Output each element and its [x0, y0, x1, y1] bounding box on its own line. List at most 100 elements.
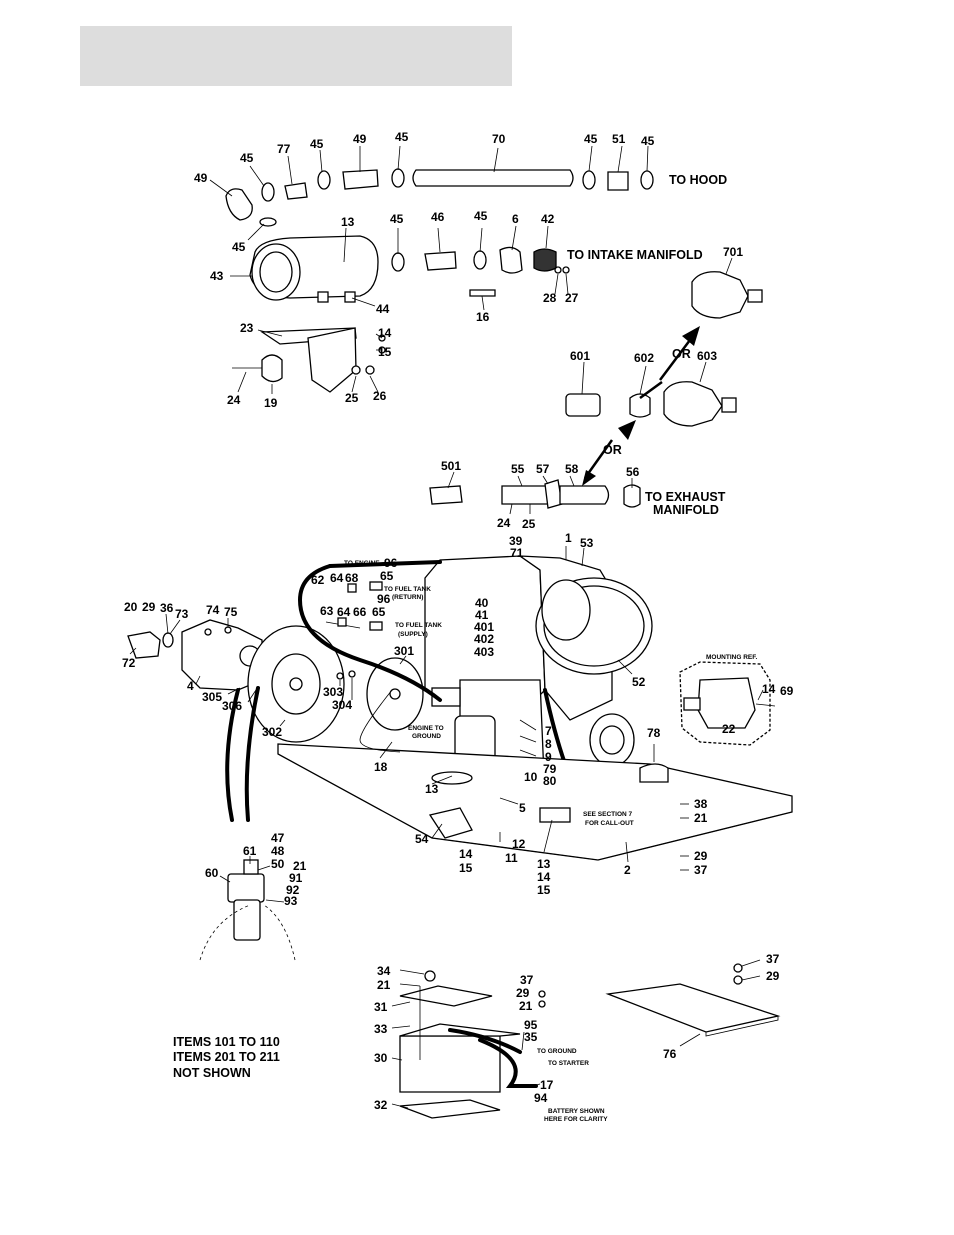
callout: 5 [519, 801, 526, 815]
callout: 41 [475, 608, 489, 622]
callout: 71 [510, 546, 524, 560]
mounting-ref-label: MOUNTING REF. [706, 654, 757, 661]
callout: 9 [545, 750, 552, 764]
callout: 45 [390, 212, 404, 226]
fuel-line-assembly [297, 560, 442, 702]
callout: 20 [124, 600, 138, 614]
fuel-supply-label-2: (SUPPLY) [398, 631, 428, 638]
callout: 21 [519, 999, 533, 1013]
callout: 29 [142, 600, 156, 614]
callout: 27 [565, 291, 579, 305]
callout: 44 [376, 302, 390, 316]
callout: 601 [570, 349, 590, 363]
callout: 4 [187, 679, 194, 693]
callout: 60 [205, 866, 219, 880]
or-arrows [582, 326, 700, 486]
callout: 15 [459, 861, 473, 875]
callout: 45 [240, 151, 254, 165]
callout: 70 [492, 132, 506, 146]
callout: 66 [353, 605, 367, 619]
note-line-1: ITEMS 101 TO 110 [173, 1035, 280, 1049]
callout: 37 [694, 863, 708, 877]
callout: 13 [341, 215, 355, 229]
callout: 17 [540, 1078, 554, 1092]
callout: 30 [374, 1051, 388, 1065]
callout: 28 [543, 291, 557, 305]
fuel-pump-flywheel-assembly [127, 619, 424, 822]
callout: 14 [459, 847, 473, 861]
callout: 58 [565, 462, 579, 476]
or-label-1: OR [672, 347, 691, 361]
callout: 45 [395, 130, 409, 144]
callout: 45 [641, 134, 655, 148]
engine-assembly [424, 555, 653, 809]
or-label-2: OR [603, 443, 622, 457]
callout: 46 [431, 210, 445, 224]
callout: 61 [243, 844, 257, 858]
leader-lines [129, 145, 764, 1109]
fuel-return-label-2: (RETURN) [392, 594, 423, 601]
see-section-label-2: FOR CALL-OUT [585, 820, 634, 827]
callout: 24 [497, 516, 511, 530]
hood-duct-assembly [225, 168, 654, 227]
to-exhaust-label-2: MANIFOLD [653, 503, 719, 517]
callout: 75 [224, 605, 238, 619]
callout: 16 [476, 310, 490, 324]
callout: 6 [512, 212, 519, 226]
callout: 39 [509, 534, 523, 548]
callout: 45 [232, 240, 246, 254]
callout: 10 [524, 770, 538, 784]
callout: 304 [332, 698, 352, 712]
callout: 602 [634, 351, 654, 365]
callout: 43 [210, 269, 224, 283]
base-plate-assembly [277, 689, 793, 861]
callout: 73 [175, 607, 189, 621]
callout: 63 [320, 604, 334, 618]
callout: 80 [543, 774, 557, 788]
engine-ground-label-1: ENGINE TO [408, 725, 444, 732]
callout: 38 [694, 797, 708, 811]
callout: 24 [227, 393, 241, 407]
callout: 64 [337, 605, 351, 619]
fuel-return-label-1: TO FUEL TANK [384, 586, 431, 593]
callout: 603 [697, 349, 717, 363]
callout: 53 [580, 536, 594, 550]
see-section-label-1: SEE SECTION 7 [583, 811, 633, 818]
callout: 40 [475, 596, 489, 610]
callout: 19 [264, 396, 278, 410]
callout: 37 [520, 973, 534, 987]
callout: 501 [441, 459, 461, 473]
callout: 94 [534, 1091, 548, 1105]
callout: 65 [380, 569, 394, 583]
callout: 55 [511, 462, 525, 476]
callout: 14 [378, 326, 392, 340]
callout: 8 [545, 737, 552, 751]
to-exhaust-label-1: TO EXHAUST [645, 490, 726, 504]
callout: 22 [722, 722, 736, 736]
to-intake-label: TO INTAKE MANIFOLD [567, 248, 703, 262]
callout: 401 [474, 620, 494, 634]
note-line-2: ITEMS 201 TO 211 [173, 1050, 280, 1064]
callout: 15 [378, 345, 392, 359]
callout: 29 [766, 969, 780, 983]
callout: 49 [353, 132, 367, 146]
callout: 69 [780, 684, 794, 698]
callout: 14 [762, 682, 776, 696]
callout: 48 [271, 844, 285, 858]
starter-assembly [199, 859, 296, 961]
callout: 32 [374, 1098, 388, 1112]
callout: 37 [766, 952, 780, 966]
callout: 33 [374, 1022, 388, 1036]
callout: 79 [543, 762, 557, 776]
air-cleaner-assembly [232, 235, 570, 393]
muffler-assembly [429, 271, 763, 509]
callout: 57 [536, 462, 550, 476]
callout: 402 [474, 632, 494, 646]
to-ground-label: TO GROUND [537, 1048, 577, 1055]
callout: 74 [206, 603, 220, 617]
callout: 54 [415, 832, 429, 846]
callout: 45 [474, 209, 488, 223]
callout: 34 [377, 964, 391, 978]
callout: 302 [262, 725, 282, 739]
callout: 45 [310, 137, 324, 151]
